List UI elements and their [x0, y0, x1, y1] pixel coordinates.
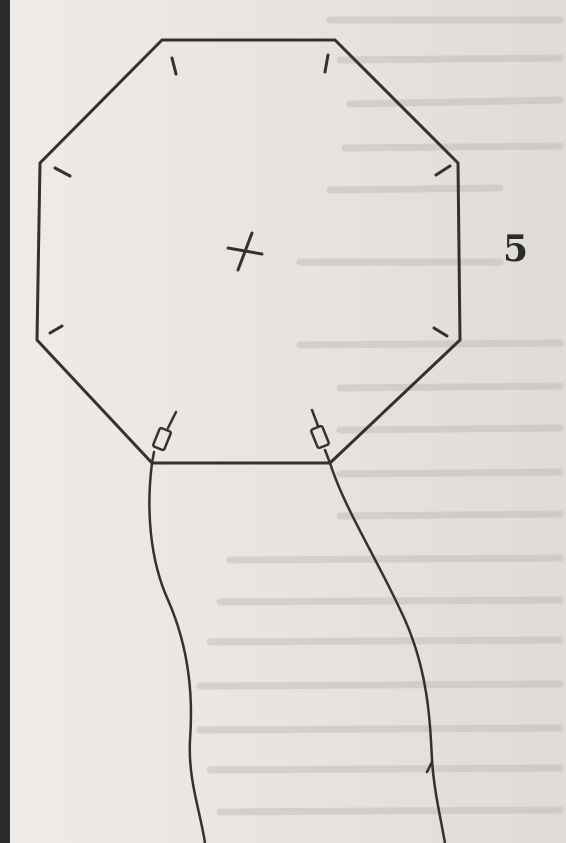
tick-mark: [50, 326, 62, 333]
tick-mark: [434, 328, 447, 336]
figure-number: 5: [503, 228, 528, 270]
left-bead: [153, 427, 172, 450]
right-string: [312, 410, 445, 843]
tick-mark: [325, 55, 328, 72]
tick-mark: [172, 58, 176, 74]
left-string: [149, 412, 205, 843]
cross-mark-icon: [228, 233, 262, 270]
tick-mark: [55, 168, 70, 176]
right-bead: [311, 425, 330, 448]
tick-mark: [436, 166, 450, 175]
